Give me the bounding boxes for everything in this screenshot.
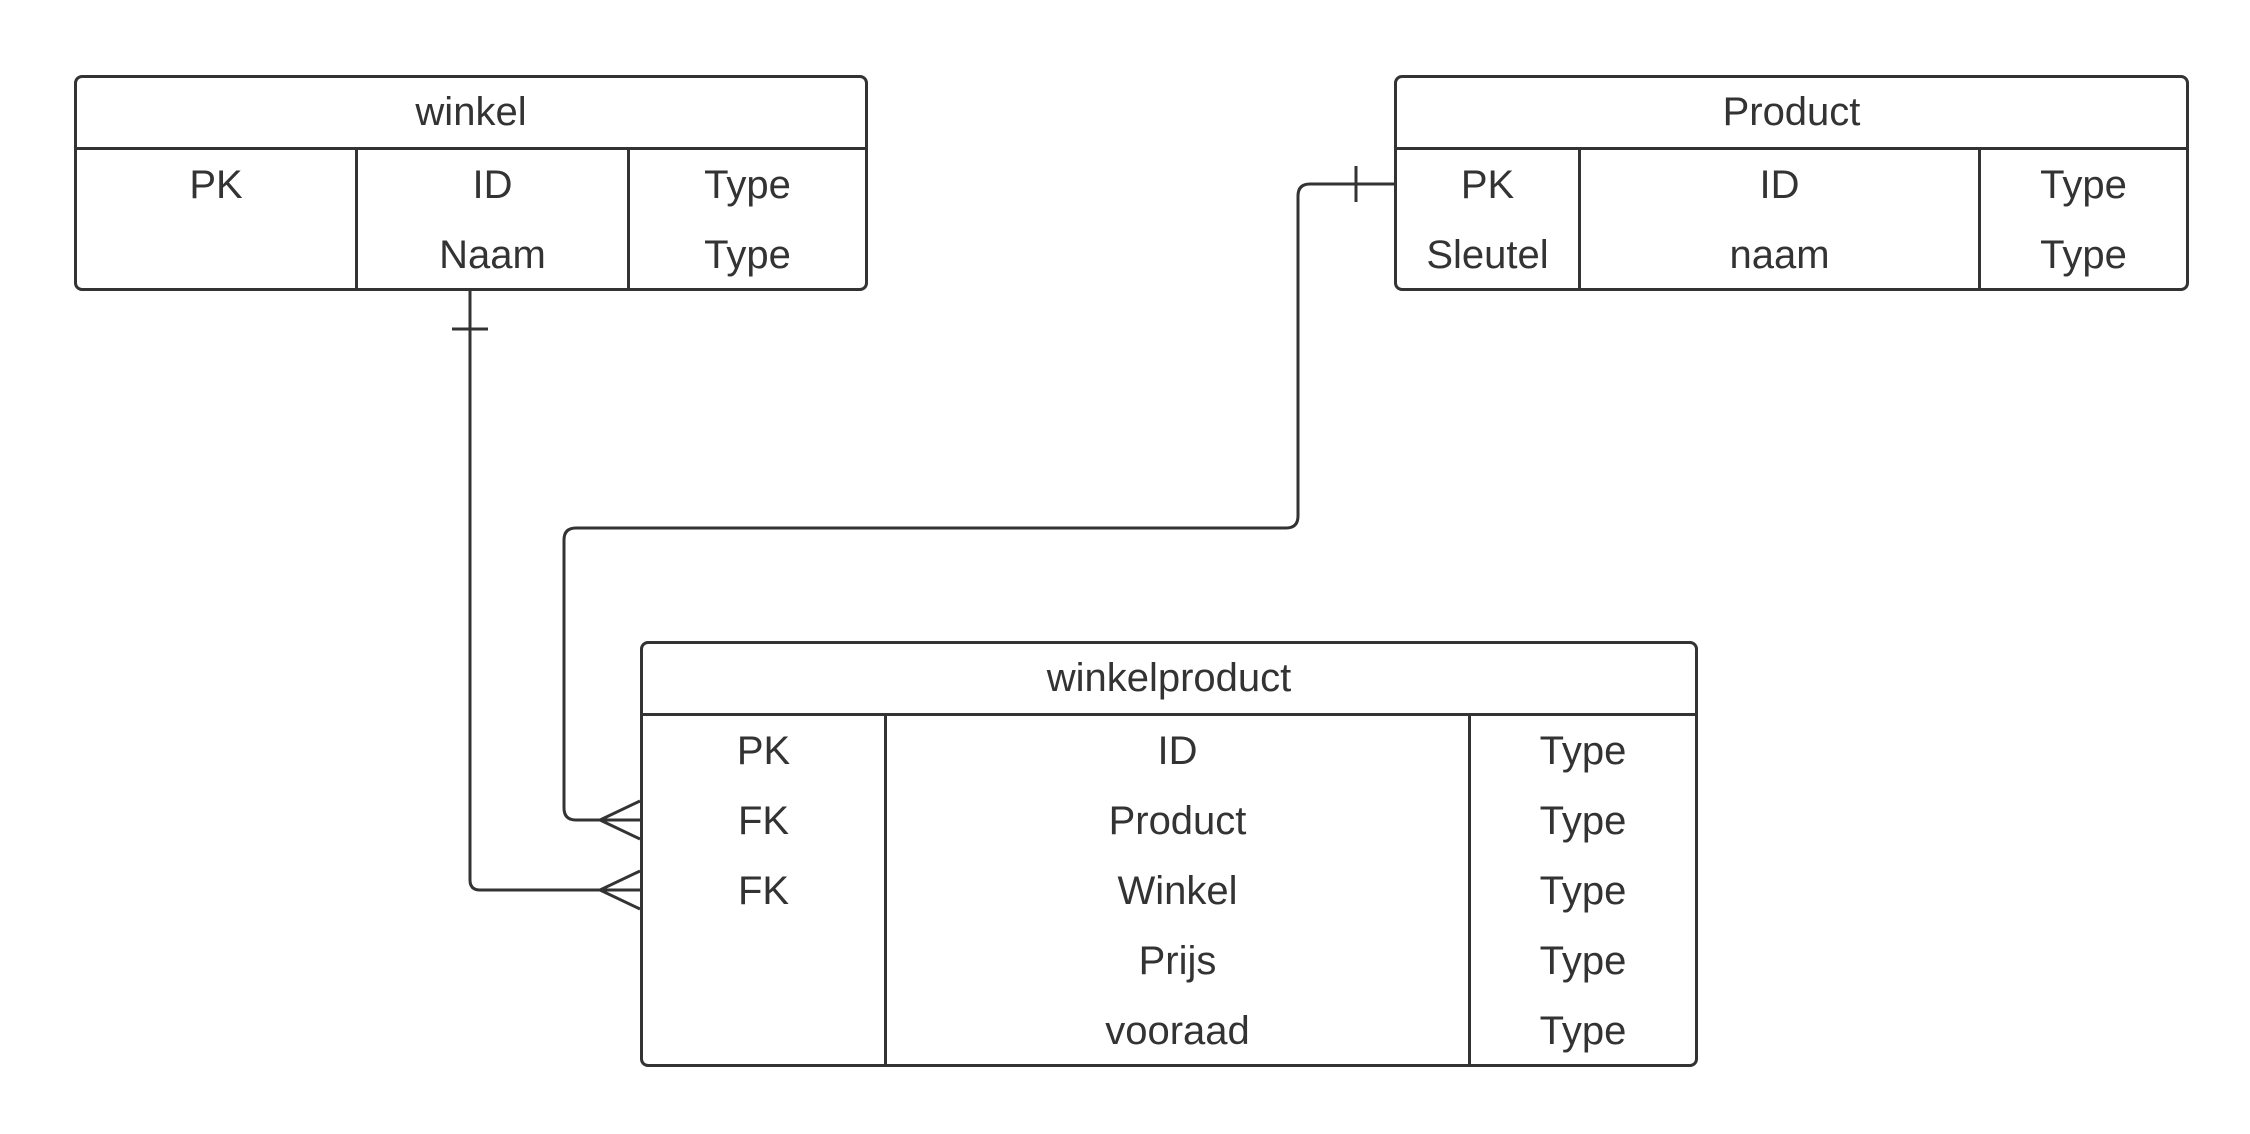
key-cell: PK xyxy=(189,162,243,207)
type-cell: Type xyxy=(1539,728,1627,773)
field-cell: vooraad xyxy=(1105,1008,1250,1053)
key-cell xyxy=(643,926,884,996)
field-cell: Prijs xyxy=(1138,938,1217,983)
type-cell: Type xyxy=(2040,232,2127,277)
type-cell: Type xyxy=(704,232,791,277)
key-cell xyxy=(77,220,355,290)
key-column: PK Sleutel xyxy=(1397,150,1581,288)
field-cell: ID xyxy=(472,162,513,207)
key-cell: PK xyxy=(1460,162,1515,207)
field-cell: Winkel xyxy=(1117,868,1238,913)
type-column: Type Type xyxy=(630,150,865,288)
relationship-winkel-winkelproduct xyxy=(468,290,640,892)
entity-winkel[interactable]: winkel PK ID Naam Type Type xyxy=(74,75,868,291)
type-cell: Type xyxy=(2040,162,2127,207)
field-cell: ID xyxy=(1759,162,1800,207)
entity-title: winkelproduct xyxy=(643,644,1695,716)
field-column: ID Naam xyxy=(358,150,630,288)
type-column: Type Type xyxy=(1981,150,2186,288)
key-cell: FK xyxy=(737,868,790,913)
entity-winkelproduct[interactable]: winkelproduct PK FK FK ID Product Winkel… xyxy=(640,641,1698,1067)
field-cell: naam xyxy=(1729,232,1830,277)
key-cell: PK xyxy=(736,728,791,773)
type-cell: Type xyxy=(1539,1008,1627,1053)
field-cell: Naam xyxy=(439,232,546,277)
field-column: ID Product Winkel Prijs vooraad xyxy=(887,716,1471,1064)
entity-title: winkel xyxy=(77,78,865,150)
key-cell xyxy=(643,996,884,1066)
many-marker-product xyxy=(596,799,641,841)
key-column: PK xyxy=(77,150,358,288)
entity-product[interactable]: Product PK Sleutel ID naam Type Type xyxy=(1394,75,2189,291)
type-cell: Type xyxy=(1539,868,1627,913)
type-cell: Type xyxy=(704,162,791,207)
key-column: PK FK FK xyxy=(643,716,887,1064)
relationship-product-winkelproduct xyxy=(562,182,1394,822)
type-column: Type Type Type Type Type xyxy=(1471,716,1695,1064)
field-column: ID naam xyxy=(1581,150,1981,288)
type-cell: Type xyxy=(1539,938,1627,983)
type-cell: Type xyxy=(1539,798,1627,843)
entity-title: Product xyxy=(1397,78,2186,150)
field-cell: Product xyxy=(1108,798,1247,843)
field-cell: ID xyxy=(1157,728,1198,773)
many-marker-winkel xyxy=(596,869,641,911)
key-cell: FK xyxy=(737,798,790,843)
key-cell: Sleutel xyxy=(1426,232,1549,277)
